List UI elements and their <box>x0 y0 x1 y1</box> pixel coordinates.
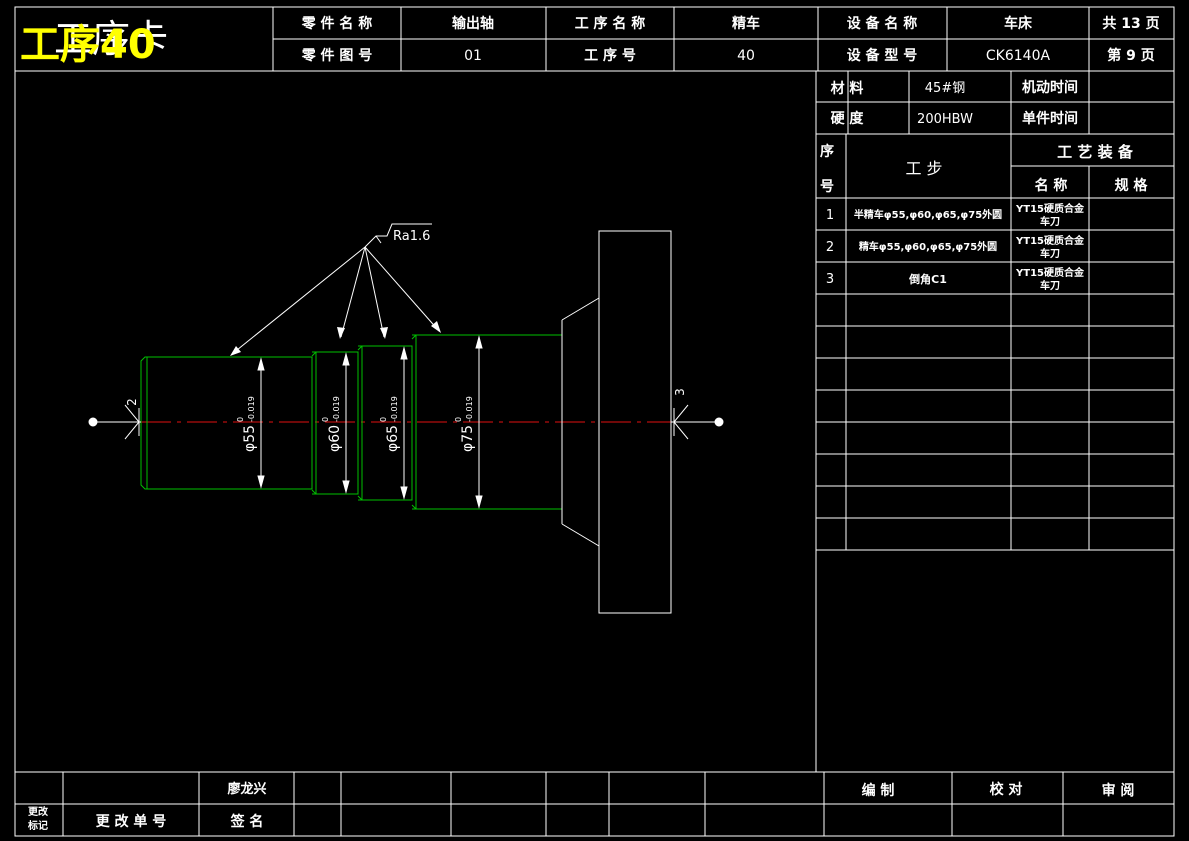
seq-label-bottom: 号 <box>820 179 834 195</box>
dim-55: φ55 0 -0.019 <box>236 396 258 452</box>
dim-60-main: φ60 <box>327 425 343 452</box>
unit-time-label: 单件时间 <box>1022 110 1078 127</box>
dim-60-upper: 0 <box>321 417 330 422</box>
author-name: 廖龙兴 <box>227 781 266 797</box>
step-no: 3 <box>826 272 834 287</box>
part-no-label: 零 件 图 号 <box>301 47 373 64</box>
step-no: 1 <box>826 208 834 223</box>
footer-grid <box>15 772 1174 836</box>
part-no-value: 01 <box>464 48 482 64</box>
tool-name-line1: YT15硬质合金 <box>1015 202 1085 215</box>
equip-model-label: 设 备 型 号 <box>847 47 918 64</box>
step-rows: 1 半精车φ55,φ60,φ65,φ75外圆 YT15硬质合金 车刀 2 精车φ… <box>826 202 1085 292</box>
step-desc: 精车φ55,φ60,φ65,φ75外圆 <box>859 240 997 253</box>
table-row: 2 精车φ55,φ60,φ65,φ75外圆 YT15硬质合金 车刀 <box>826 234 1085 260</box>
step-desc: 半精车φ55,φ60,φ65,φ75外圆 <box>854 208 1002 221</box>
dim-65: φ65 0 -0.019 <box>379 396 401 452</box>
change-no-label: 更 改 单 号 <box>96 813 167 830</box>
dim-65-upper: 0 <box>379 417 388 422</box>
title-white: 工序卡 <box>54 17 168 61</box>
dim-60: φ60 0 -0.019 <box>321 396 343 452</box>
op-no-value: 40 <box>737 48 755 64</box>
dim-65-main: φ65 <box>385 425 401 452</box>
footer-text: 廖龙兴 编 制 校 对 审 阅 更改 标记 更 改 单 号 签 名 <box>27 781 1134 832</box>
total-pages: 共 13 页 <box>1102 15 1159 32</box>
dim-75-lower: -0.019 <box>465 396 474 422</box>
dim-75-main: φ75 <box>460 425 476 452</box>
op-name-value: 精车 <box>732 15 760 32</box>
card-title: 工序卡 工序40 <box>20 17 168 68</box>
leader-arrowheads <box>230 321 441 356</box>
tool-name-line2: 车刀 <box>1040 247 1060 260</box>
equip-model-value: CK6140A <box>986 48 1051 64</box>
compile-label: 编 制 <box>862 782 895 799</box>
tool-name-line2: 车刀 <box>1040 215 1060 228</box>
change-mark-line2: 标记 <box>27 819 48 832</box>
sign-label: 签 名 <box>230 813 264 830</box>
machine-time-label: 机动时间 <box>1022 79 1078 96</box>
dim-60-lower: -0.019 <box>332 396 341 422</box>
dimension-lines <box>257 335 483 509</box>
tool-spec-label: 规 格 <box>1115 177 1149 194</box>
dim-55-main: φ55 <box>242 425 258 452</box>
equip-name-label: 设 备 名 称 <box>847 15 918 32</box>
dim-55-lower: -0.019 <box>247 396 256 422</box>
op-no-label: 工 序 号 <box>584 47 636 64</box>
change-mark-line1: 更改 <box>28 805 49 818</box>
hardness-label: 硬 度 <box>831 110 865 127</box>
op-name-label: 工 序 名 称 <box>575 15 646 32</box>
check-label: 校 对 <box>990 781 1023 798</box>
dim-75-upper: 0 <box>454 417 463 422</box>
seq-label-top: 序 <box>820 143 834 160</box>
locator-right <box>671 404 724 440</box>
dim-65-lower: -0.019 <box>390 396 399 422</box>
table-row: 1 半精车φ55,φ60,φ65,φ75外圆 YT15硬质合金 车刀 <box>826 202 1085 228</box>
tool-name-line2: 车刀 <box>1040 279 1060 292</box>
step-label: 工 步 <box>905 159 942 178</box>
dim-75: φ75 0 -0.019 <box>454 396 476 452</box>
steps-table-grid <box>816 71 1174 551</box>
header-grid <box>272 7 1174 71</box>
tool-name-label: 名 称 <box>1035 177 1068 194</box>
equipment-label: 工 艺 装 备 <box>1057 143 1134 161</box>
tool-name-line1: YT15硬质合金 <box>1015 234 1085 247</box>
page-no: 第 9 页 <box>1107 47 1155 64</box>
roughness-symbol <box>231 223 440 355</box>
step-desc: 倒角C1 <box>908 272 947 286</box>
locator-right-label: 3 <box>673 388 687 396</box>
table-row: 3 倒角C1 YT15硬质合金 车刀 <box>826 266 1085 292</box>
info-text: 材 料 45#钢 机动时间 硬 度 200HBW 单件时间 序 号 工 步 工 … <box>820 79 1148 195</box>
step-no: 2 <box>826 240 834 255</box>
roughness-label: Ra1.6 <box>393 229 430 244</box>
locator-left <box>88 404 141 440</box>
header-text: 零 件 名 称 输出轴 工 序 名 称 精车 设 备 名 称 车床 共 13 页… <box>301 15 1160 64</box>
title-yellow: 工序40 <box>20 22 156 68</box>
equip-name-value: 车床 <box>1004 15 1033 32</box>
part-name-label: 零 件 名 称 <box>301 15 373 32</box>
material-label: 材 料 <box>831 80 864 97</box>
locator-left-label: 2 <box>125 398 139 406</box>
review-label: 审 阅 <box>1102 782 1135 799</box>
hardness-value: 200HBW <box>917 112 973 127</box>
tool-name-line1: YT15硬质合金 <box>1015 266 1085 279</box>
dim-55-upper: 0 <box>236 417 245 422</box>
part-name-value: 输出轴 <box>452 15 494 32</box>
material-value: 45#钢 <box>925 81 965 96</box>
